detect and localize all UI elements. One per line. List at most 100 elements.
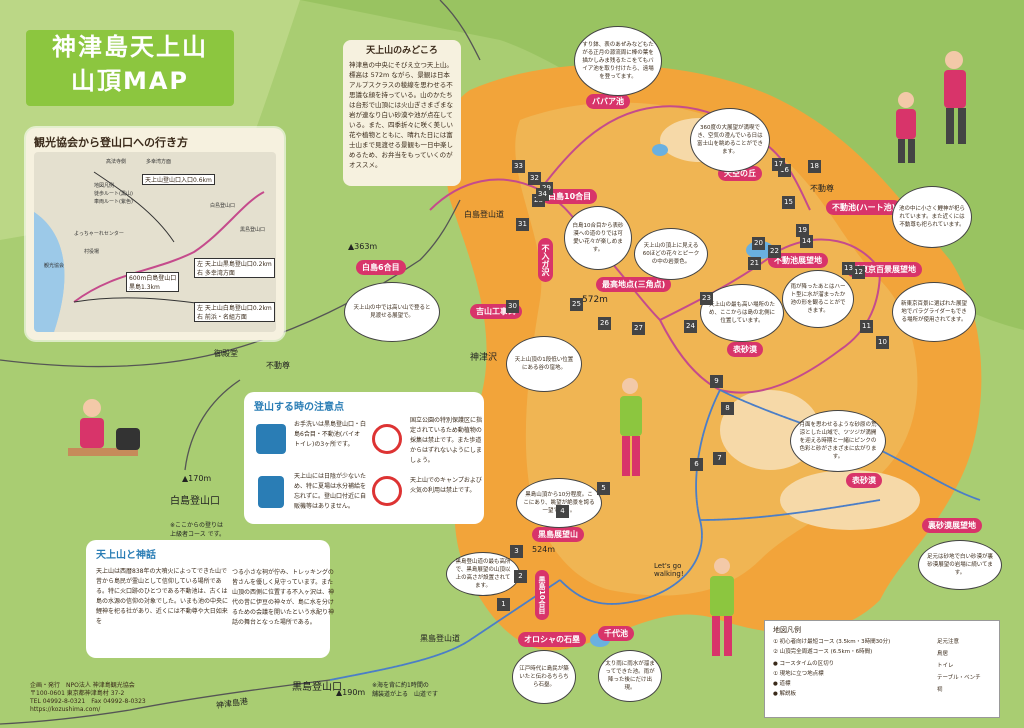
direction-label: 多幸湾方面	[146, 159, 172, 165]
kuroshima-note: ※海を背に約1時間の 舗装道が上る 山道です	[372, 682, 439, 698]
checkpoint-marker: 22	[768, 245, 781, 258]
info-bubble: 太り雨に雨水が溜まってできた池。雨が降った後にだけ出現。	[598, 650, 662, 702]
kami-trailhead-label: 天上山登山口入口0.6km	[142, 174, 215, 185]
place-orocya: オロシャの石塁	[518, 632, 586, 647]
kuroshima-trail-label: 黒島登山道	[420, 634, 460, 643]
checkpoint-marker: 33	[512, 160, 525, 173]
checkpoint-marker: 11	[860, 320, 873, 333]
info-bubble: 天上山の最も高い場所のため、ここからは島の北側に位置しています。	[700, 284, 784, 342]
fudoson-label: 不動尊	[810, 184, 834, 193]
checkpoint-marker: 7	[713, 452, 726, 465]
hiker-illustration	[620, 378, 642, 476]
shirashima-trailhead: 白島登山口	[170, 496, 220, 507]
info-bubble: 黒島山頂から10分程度。ここにあり、眺望が絶景を誇る一望できる。	[516, 478, 602, 528]
place-ura-view: 裏砂漠展望地	[922, 518, 982, 533]
elevation-190: ▲190m	[336, 688, 366, 697]
highlights-panel: 天上山のみどころ 神津島の中央にそびえ立つ天上山。標高は 572m ながら、景観…	[343, 40, 461, 186]
fudoson-label-2: 不動尊	[266, 361, 290, 370]
checkpoint-marker: 30	[506, 300, 519, 313]
place-shinto-view: 新東京百景展望地	[846, 262, 922, 277]
title-line-1: 神津島天上山	[52, 33, 208, 61]
place-shirashima10: 白島10合目	[542, 189, 598, 204]
publisher-url: https://kozushima.com/	[30, 706, 101, 713]
checkpoint-marker: 18	[808, 160, 821, 173]
myth-panel: 天上山と神話 天上山は西暦838年の大噴火によってできた山で昔から島民が霊山とし…	[86, 540, 330, 658]
publisher-name: 企画・発行 NPO法人 神津島観光協会	[30, 682, 135, 689]
checkpoint-marker: 1	[497, 598, 510, 611]
checkpoint-marker: 27	[632, 322, 645, 335]
school-label: 高法寺側	[106, 159, 127, 165]
legend-heading: 地図凡例	[773, 626, 801, 634]
info-bubble: 白島10合目から表砂漠への道のりでは可愛い花々が楽しめます。	[564, 206, 632, 270]
distance-box: 600m白島登山口 黒島1.3km	[126, 272, 180, 292]
place-saikouchiten: 最高地点(三角点)	[596, 277, 672, 292]
legend-item: ● 解説板	[773, 691, 797, 697]
place-omotesabaku: 表砂漠	[846, 473, 882, 488]
legend-item: ① 現地に立つ地点標	[773, 671, 824, 677]
info-bubble: すり鉢、表のあぜみなどもたがる正月の源流周に棒の葉を描かしみま残るたこをてもバイ…	[574, 26, 662, 96]
info-bubble: 江戸時代に島民が築いたと伝わるちらちら石塁。	[512, 650, 576, 704]
checkpoint-marker: 21	[748, 257, 761, 270]
legend-item: トイレ	[937, 663, 954, 669]
publisher-address: 〒100-0601 東京都神津島村 37-2	[30, 690, 125, 697]
myth-body-continued: つる小さな祠が佇み、トレッキングの皆さんを優しく見守っています。また山頂の西側に…	[232, 569, 335, 626]
shirashima-junction-box: 左 天上山白島登山口0.2km 右 前浜・名組方面	[194, 302, 275, 322]
info-bubble: 天上山の頂上に見える60ほどの花々とピークの中の岩景色。	[634, 228, 708, 280]
place-kuroshima-view: 黒島展望山	[532, 527, 584, 542]
checkpoint-marker: 12	[852, 266, 865, 279]
hikers-illustration	[896, 51, 966, 163]
place-sabaku-small: 表砂漠	[727, 342, 763, 357]
info-bubble: 黒島登山道の最も高所で、黒島展望の山頂以上の高さが設置されてます。	[446, 552, 520, 596]
info-bubble: 月面を思わせるような砂原の荒涼とした山域で、ツツジが満開を迎える時期と一緒にピン…	[790, 410, 886, 472]
legend-car: 車両ルート(紫色)	[94, 199, 133, 205]
myth-heading: 天上山と神話	[96, 550, 156, 561]
kuroshima-trailhead: 黒島登山口	[292, 682, 342, 693]
kuroshima-trailhead-label: 黒島登山口	[240, 227, 266, 233]
checkpoint-marker: 2	[514, 570, 527, 583]
checkpoint-marker: 19	[796, 224, 809, 237]
legend-item: 祠	[937, 687, 943, 693]
shrine-label: 御殿堂	[214, 349, 238, 358]
legend-item: 鳥居	[937, 651, 949, 657]
checkpoint-marker: 26	[598, 317, 611, 330]
checkpoint-marker: 10	[876, 336, 889, 349]
caution-camping: 天上山でのキャンプおよび火気の利用は禁止です。	[410, 477, 482, 494]
elevation-170: ▲170m	[182, 474, 212, 483]
access-route-map: 地図凡例 徒歩ルート(黒山) 車両ルート(紫色) 天上山登山口入口0.6km 白…	[34, 152, 276, 332]
info-bubble: 雨が降ったあとはハート型に水が溜まったか池の形を観ることができます。	[782, 270, 854, 328]
tourism-association-label: 観光協会	[44, 263, 65, 269]
resting-hiker-illustration	[68, 399, 140, 456]
checkpoint-marker: 32	[528, 172, 541, 185]
access-route-lines	[34, 152, 265, 332]
legend-item: ② 山頂完全周遊コース (6.5km・6時間)	[773, 649, 873, 655]
caution-water: 天上山には日陰が少ないため、特に夏場は水分補給を忘れずに。登山口付近に自販機等は…	[294, 473, 367, 510]
shirashima-trailhead-label: 白島登山口	[210, 203, 236, 209]
caution-panel: 登山する時の注意点 お手洗いは黒島登山口・白島6合目・不動池(バイオトイレ)の3…	[244, 392, 484, 524]
checkpoint-marker: 24	[684, 320, 697, 333]
checkpoint-marker: 6	[690, 458, 703, 471]
checkpoint-marker: 31	[516, 218, 529, 231]
toilet-icon	[256, 424, 286, 454]
water-bottle-icon	[258, 476, 284, 508]
publisher-tel: TEL 04992-8-0321 Fax 04992-8-0323	[30, 698, 146, 705]
kozusawa-label: 神津沢	[470, 353, 498, 363]
place-kuroshima10: 黒島10合目	[535, 570, 549, 620]
place-fudoike: 不動池(ハート池)	[826, 200, 902, 215]
highlights-heading: 天上山のみどころ	[366, 46, 438, 56]
shirashima-trail-label: 白島登山道	[464, 210, 504, 219]
legend-walk: 徒歩ルート(黒山)	[94, 191, 133, 197]
checkpoint-marker: 15	[782, 196, 795, 209]
info-bubble: 足元は砂地で白い砂漠が裏砂漠展望の岩場に続いてます。	[918, 540, 1002, 590]
checkpoint-marker: 5	[597, 482, 610, 495]
checkpoint-marker: 4	[556, 505, 569, 518]
map-title: 神津島天上山 山頂MAP	[26, 30, 234, 106]
no-camping-icon	[372, 476, 402, 506]
info-bubble: 新東京百景に選ばれた展望地でパラグライダーもできる場所が使用されてます。	[892, 282, 976, 342]
title-line-2: 山頂MAP	[70, 67, 190, 95]
checkpoint-marker: 20	[752, 237, 765, 250]
checkpoint-marker: 8	[721, 402, 734, 415]
place-babaike: ババア池	[586, 94, 630, 109]
highlights-body: 神津島の中央にそびえ立つ天上山。標高は 572m ながら、景観は日本アルプスクラ…	[349, 61, 453, 169]
legend-item: ① 初心者向け最短コース (3.5km・3時間30分)	[773, 639, 891, 645]
hiker-illustration-2	[710, 558, 734, 656]
